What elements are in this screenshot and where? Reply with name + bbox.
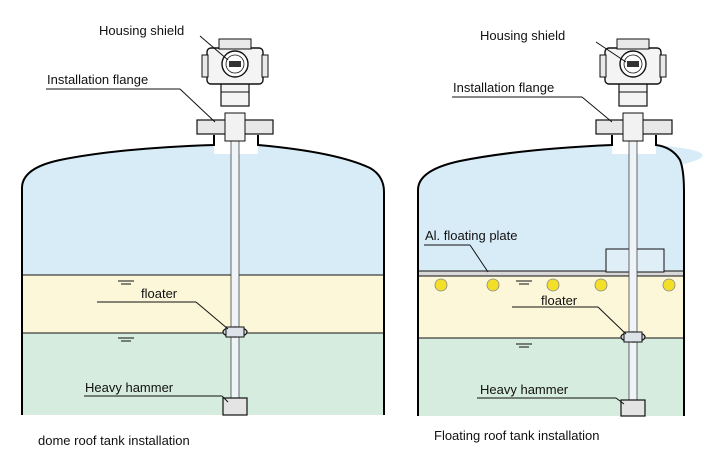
ball	[546, 278, 560, 292]
left-air-layer	[22, 145, 384, 275]
left-label-installation-flange: Installation flange	[47, 72, 148, 87]
right-heavy-hammer	[620, 399, 646, 417]
right-probe-rod	[628, 131, 638, 403]
right-label-housing-shield: Housing shield	[480, 28, 565, 43]
left-heavy-hammer	[222, 397, 248, 416]
right-label-installation-flange: Installation flange	[453, 80, 554, 95]
left-water-layer	[22, 333, 384, 415]
right-leader-housing	[595, 41, 627, 63]
left-leader-housing	[199, 35, 229, 61]
left-housing-cap	[218, 38, 252, 50]
ball	[662, 278, 676, 292]
right-housing-cap	[616, 38, 650, 50]
ball	[486, 278, 500, 292]
right-caption: Floating roof tank installation	[434, 428, 599, 443]
right-water-level-marker	[516, 343, 532, 348]
left-tank: Housing shield Installation flange float…	[21, 23, 385, 448]
left-flange-collar	[224, 112, 246, 142]
left-probe-rod	[230, 131, 240, 401]
right-floating-balls	[434, 278, 676, 292]
ball	[594, 278, 608, 292]
left-water-level-marker	[118, 337, 134, 342]
right-display-icon	[627, 61, 639, 67]
left-housing-neck	[220, 81, 250, 107]
right-housing-neck	[618, 81, 648, 107]
ball	[434, 278, 448, 292]
left-oil-level-marker	[118, 280, 134, 285]
right-flange-collar	[622, 112, 644, 142]
left-tank-wall	[21, 135, 385, 415]
right-housing-side-left	[599, 54, 607, 78]
right-housing-side-right	[659, 54, 667, 78]
right-label-floating-plate: Al. floating plate	[425, 228, 518, 243]
left-display-icon	[229, 61, 241, 67]
left-oil-layer	[22, 275, 384, 333]
left-housing-side-right	[261, 54, 269, 78]
left-caption: dome roof tank installation	[38, 433, 190, 448]
right-tank: Housing shield Installation flange Al. f…	[417, 28, 703, 443]
left-label-floater: floater	[141, 286, 178, 301]
left-label-heavy-hammer: Heavy hammer	[85, 380, 174, 395]
right-label-floater: floater	[541, 293, 578, 308]
left-label-housing-shield: Housing shield	[99, 23, 184, 38]
right-oil-level-marker	[516, 280, 532, 285]
right-tank-wall	[417, 135, 685, 416]
right-label-heavy-hammer: Heavy hammer	[480, 382, 569, 397]
left-housing-side-left	[201, 54, 209, 78]
